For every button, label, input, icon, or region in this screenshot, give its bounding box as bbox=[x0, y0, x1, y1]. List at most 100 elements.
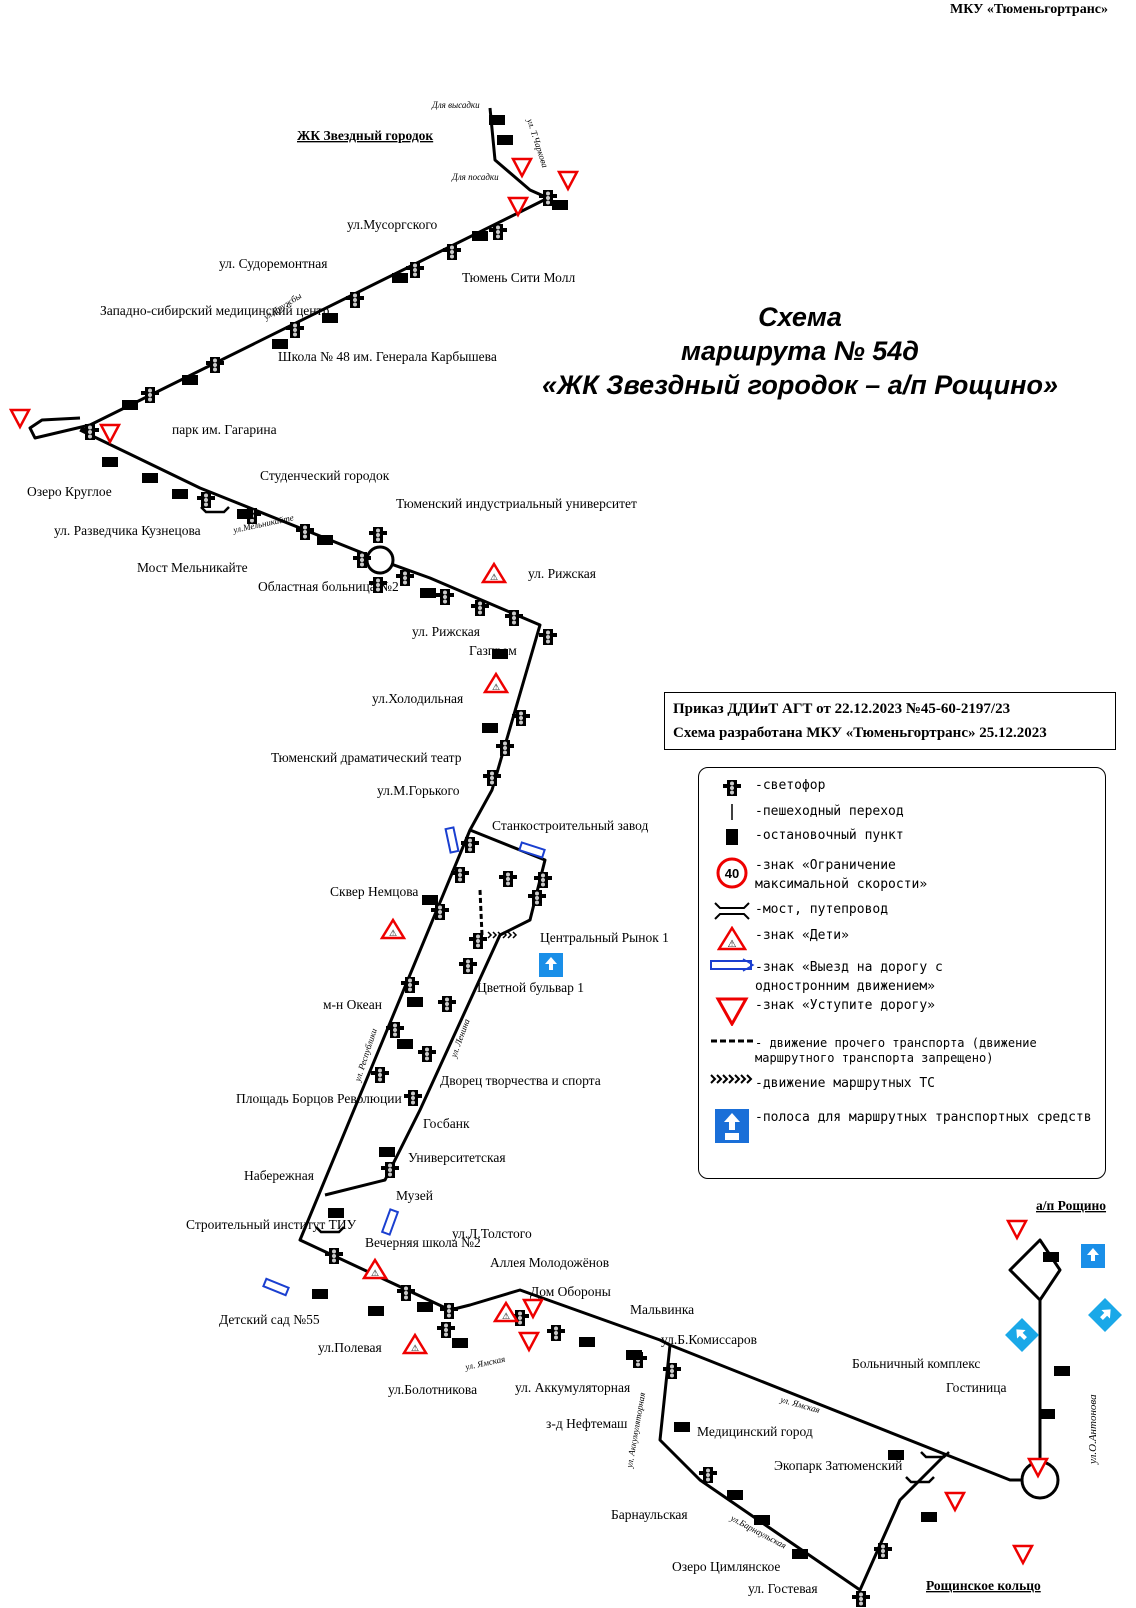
bus-stop-marker bbox=[379, 1147, 395, 1157]
label-tsvetnoy: Цветной бульвар 1 bbox=[477, 980, 584, 995]
label-tiu: Тюменский индустриальный университет bbox=[396, 496, 637, 511]
label-barnaulskaya: Барнаульская bbox=[611, 1507, 688, 1522]
label-city-mall: Тюмень Сити Молл bbox=[462, 270, 575, 285]
label-med-center: Западно-сибирский медицинский центр bbox=[100, 303, 330, 318]
bus-lane-icon bbox=[715, 1109, 749, 1143]
route-movement-chevrons bbox=[487, 931, 518, 939]
legend-stop: -остановочный пункт bbox=[709, 826, 904, 848]
bus-stop-marker bbox=[368, 1306, 384, 1316]
label-tolstogo: ул.Л.Толстого bbox=[452, 1226, 532, 1241]
bus-stop-marker bbox=[317, 535, 333, 545]
legend-speed-sign: 40 -знак «Ограничение максимальной скоро… bbox=[709, 856, 975, 894]
label-malvinka: Мальвинка bbox=[630, 1302, 694, 1317]
title-line-1: Схема bbox=[758, 302, 842, 332]
give-way-icon bbox=[557, 170, 579, 191]
bus-stop-marker bbox=[422, 895, 438, 905]
label-razvedchika: ул. Разведчика Кузнецова bbox=[54, 523, 201, 538]
speed-limit-value: 40 bbox=[725, 866, 739, 881]
label-rizhskaya-1: ул. Рижская bbox=[528, 566, 596, 581]
bus-stop-marker bbox=[921, 1512, 937, 1522]
legend: -светофор -пешеходный переход -остановоч… bbox=[698, 767, 1106, 1179]
traffic-light-icon bbox=[496, 740, 514, 756]
label-boarding: Для посадки bbox=[451, 172, 499, 182]
bus-stop-marker bbox=[102, 457, 118, 467]
label-bolotnikova: ул.Болотникова bbox=[388, 1382, 477, 1397]
route-marks bbox=[9, 115, 1122, 1607]
bus-stop-marker bbox=[182, 375, 198, 385]
title-line-3: «ЖК Звездный городок – а/п Рощино» bbox=[542, 370, 1058, 400]
label-obl-bolnitsa: Областная больница №2 bbox=[258, 579, 399, 594]
traffic-light-icon bbox=[286, 322, 304, 338]
bridge-icon bbox=[920, 1451, 950, 1459]
bus-stop-marker bbox=[237, 509, 253, 519]
label-sudoremontnaya: ул. Судоремонтная bbox=[219, 256, 327, 271]
traffic-light-icon bbox=[459, 958, 477, 974]
bus-stop-marker bbox=[472, 231, 488, 241]
one-way-icon bbox=[444, 826, 460, 854]
label-polevaya: ул.Полевая bbox=[318, 1340, 382, 1355]
bus-stop-marker bbox=[392, 273, 408, 283]
bus-stop-marker bbox=[397, 1039, 413, 1049]
label-roshchino: а/п Рощино bbox=[1036, 1198, 1106, 1213]
bus-lane-icon bbox=[1005, 1318, 1039, 1352]
bus-stop-marker bbox=[792, 1549, 808, 1559]
give-way-icon bbox=[715, 997, 749, 1026]
bus-stop-marker bbox=[122, 400, 138, 410]
label-skver: Сквер Немцова bbox=[330, 884, 418, 899]
other-traffic-dashed bbox=[478, 889, 484, 936]
traffic-light-icon bbox=[874, 1543, 892, 1559]
traffic-light-icon bbox=[369, 527, 387, 543]
bus-stop-marker bbox=[407, 997, 423, 1007]
traffic-light-icon bbox=[534, 872, 552, 888]
bridge-icon bbox=[905, 1476, 935, 1484]
route-segment-yamskaya bbox=[449, 1288, 1040, 1482]
label-okean: м-н Океан bbox=[323, 997, 382, 1012]
label-ploshchad: Площадь Борцов Революции bbox=[236, 1091, 402, 1106]
legend-bridge: -мост, путепровод bbox=[709, 900, 888, 922]
bus-stop-marker bbox=[272, 339, 288, 349]
label-zk: ЖК Звездный городок bbox=[297, 128, 433, 143]
label-gagarin-park: парк им. Гагарина bbox=[172, 422, 277, 437]
traffic-light-icon bbox=[346, 292, 364, 308]
label-bolnichny: Больничный комплекс bbox=[852, 1356, 980, 1371]
label-school48: Школа № 48 им. Генерала Карбышева bbox=[278, 349, 497, 364]
traffic-light-icon bbox=[723, 780, 741, 796]
label-musorgskogo: ул.Мусоргского bbox=[347, 217, 438, 232]
chevron-line-icon bbox=[710, 1074, 753, 1084]
label-b-komissarov: ул.Б.Комиссаров bbox=[661, 1332, 757, 1347]
label-drama-theatre: Тюменский драматический театр bbox=[271, 750, 462, 765]
legend-one-way: -знак «Выезд на дорогу с одностронним дв… bbox=[709, 958, 995, 996]
label-med-gorod: Медицинский город bbox=[697, 1424, 813, 1439]
label-rizhskaya-2: ул. Рижская bbox=[412, 624, 480, 639]
order-line-1: Приказ ДДИиТ АГТ от 22.12.2023 №45-60-21… bbox=[673, 701, 1011, 717]
legend-route-movement: -движение маршрутных ТС bbox=[709, 1074, 935, 1093]
legend-traffic-light: -светофор bbox=[709, 776, 825, 800]
traffic-light-icon bbox=[381, 1162, 399, 1178]
traffic-light-icon bbox=[141, 387, 159, 403]
map-labels: ЖК Звездный городок Для высадки Для поса… bbox=[27, 100, 1106, 1596]
give-way-icon bbox=[518, 1331, 540, 1352]
label-gosbank: Госбанк bbox=[423, 1116, 470, 1131]
bus-stop-marker bbox=[482, 723, 498, 733]
traffic-light-icon bbox=[499, 871, 517, 887]
traffic-light-icon bbox=[436, 589, 454, 605]
children-sign-icon bbox=[483, 672, 509, 695]
label-stud-gorodok: Студенческий городок bbox=[260, 468, 390, 483]
traffic-light-icon bbox=[371, 1067, 389, 1083]
traffic-light-icon bbox=[406, 262, 424, 278]
label-gostinitsa: Гостиница bbox=[946, 1380, 1007, 1395]
bus-lane-icon bbox=[539, 953, 563, 977]
bus-stop-marker bbox=[452, 1338, 468, 1348]
bus-stop-marker bbox=[417, 1302, 433, 1312]
one-way-icon bbox=[518, 841, 546, 859]
give-way-icon bbox=[944, 1491, 966, 1512]
route-segment-barnaulskaya bbox=[658, 1344, 947, 1592]
traffic-light-icon bbox=[469, 933, 487, 949]
label-alleya: Аллея Молодожёнов bbox=[490, 1255, 609, 1270]
bridge-icon bbox=[200, 506, 230, 514]
legend-children: ⚠ -знак «Дети» bbox=[709, 926, 849, 952]
label-stroit: Строительный институт ТИУ bbox=[186, 1217, 357, 1232]
label-gazprom: Газпром bbox=[469, 643, 517, 658]
